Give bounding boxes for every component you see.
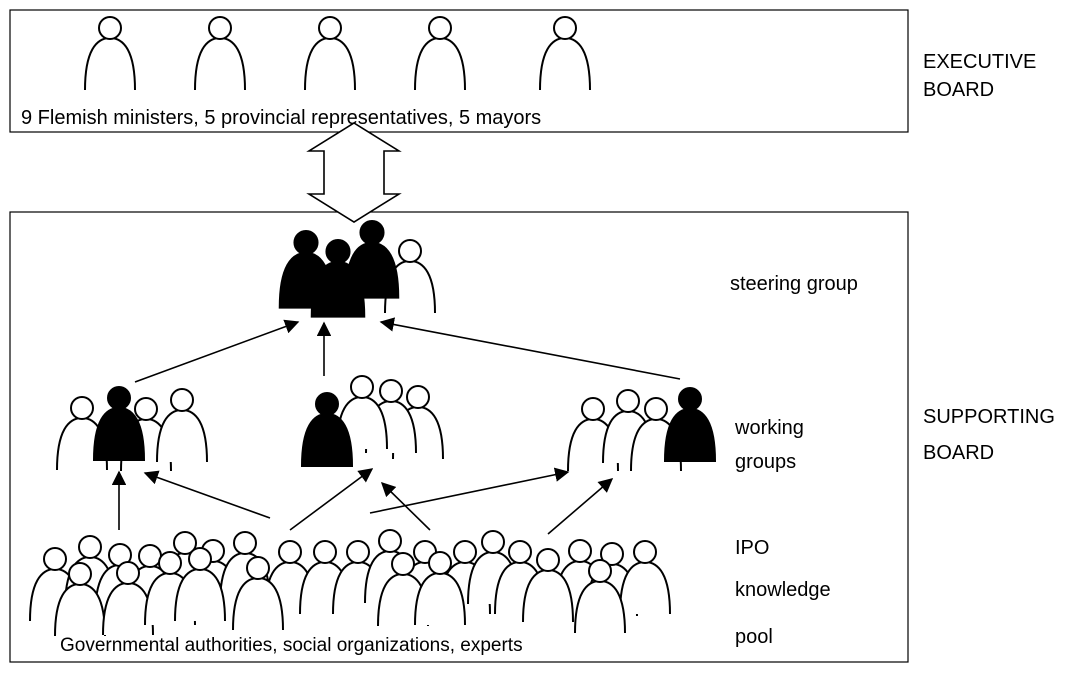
arrow-icon (379, 317, 681, 380)
pool-member-icon (414, 551, 466, 626)
working-member-icon (92, 386, 146, 461)
supporting-board-label-line1: SUPPORTING (923, 406, 1055, 428)
arrow-icon (289, 468, 374, 531)
knowledge-pool-label-line2: knowledge (735, 579, 831, 601)
knowledge-pool-label-line1: IPO (735, 537, 770, 559)
supporting-board-label-line2: BOARD (923, 442, 995, 464)
pool-member-icon (467, 530, 519, 605)
pool-member-icon (174, 547, 226, 622)
executive-member-icon (84, 16, 136, 91)
executive-board-label-line1: EXECUTIVE (923, 51, 1037, 73)
pool-member-icon (574, 559, 626, 634)
pool-member-icon (232, 556, 284, 631)
working-groups-label-line2: groups (735, 451, 797, 473)
arrows-layer (111, 317, 681, 535)
arrow-icon (369, 467, 570, 514)
pool-member-icon (54, 562, 106, 637)
arrow-icon (143, 470, 271, 519)
working-groups-label-line1: working (735, 417, 804, 439)
executive-board-label-line2: BOARD (923, 79, 995, 101)
knowledge-pool-label-line3: pool (735, 626, 773, 648)
arrow-icon (380, 481, 431, 531)
people-layer (29, 16, 717, 637)
executive-member-icon (539, 16, 591, 91)
executive-members-caption: 9 Flemish ministers, 5 provincial repres… (21, 107, 542, 129)
working-member-icon (156, 388, 208, 463)
knowledge-pool-caption: Governmental authorities, social organiz… (60, 635, 523, 656)
pool-member-icon (522, 548, 574, 623)
executive-member-icon (414, 16, 466, 91)
working-member-icon (663, 387, 717, 462)
arrow-icon (547, 478, 614, 535)
executive-member-icon (194, 16, 246, 91)
steering-member-icon (310, 239, 366, 318)
working-member-icon (300, 392, 354, 467)
arrow-icon (134, 319, 300, 383)
executive-member-icon (304, 16, 356, 91)
steering-group-label: steering group (730, 273, 858, 295)
double-arrow-icon (306, 122, 402, 223)
pool-member-icon (619, 540, 671, 615)
